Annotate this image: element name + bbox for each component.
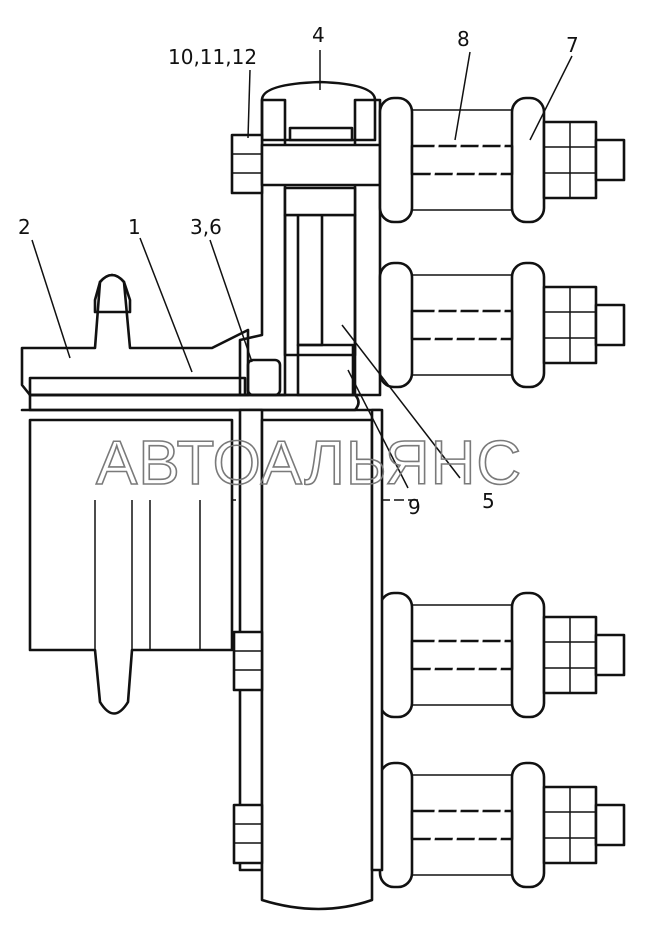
watermark: АВТОАЛЬЯНС [96,429,522,498]
callout-labels: 1 2 3,6 4 5 7 8 9 10,11,12 [18,23,579,519]
spring-assembly [378,261,626,389]
label-4: 4 [312,23,325,47]
label-5: 5 [482,489,495,513]
hub-section [20,273,382,412]
label-2: 2 [18,215,31,239]
spring-assembly [378,96,626,224]
label-7: 7 [566,33,579,57]
label-9: 9 [408,495,421,519]
label-3-6: 3,6 [190,215,222,239]
label-1: 1 [128,215,141,239]
flange-section [238,98,382,397]
hub-exterior [28,408,420,911]
springs-group [378,96,626,889]
leader-lines [31,50,573,489]
spring-assembly [378,591,626,719]
spring-assembly [378,761,626,889]
label-10-11-12: 10,11,12 [168,45,257,69]
cap-4 [260,80,377,142]
label-8: 8 [457,27,470,51]
bolt-10-11-12 [230,133,382,217]
